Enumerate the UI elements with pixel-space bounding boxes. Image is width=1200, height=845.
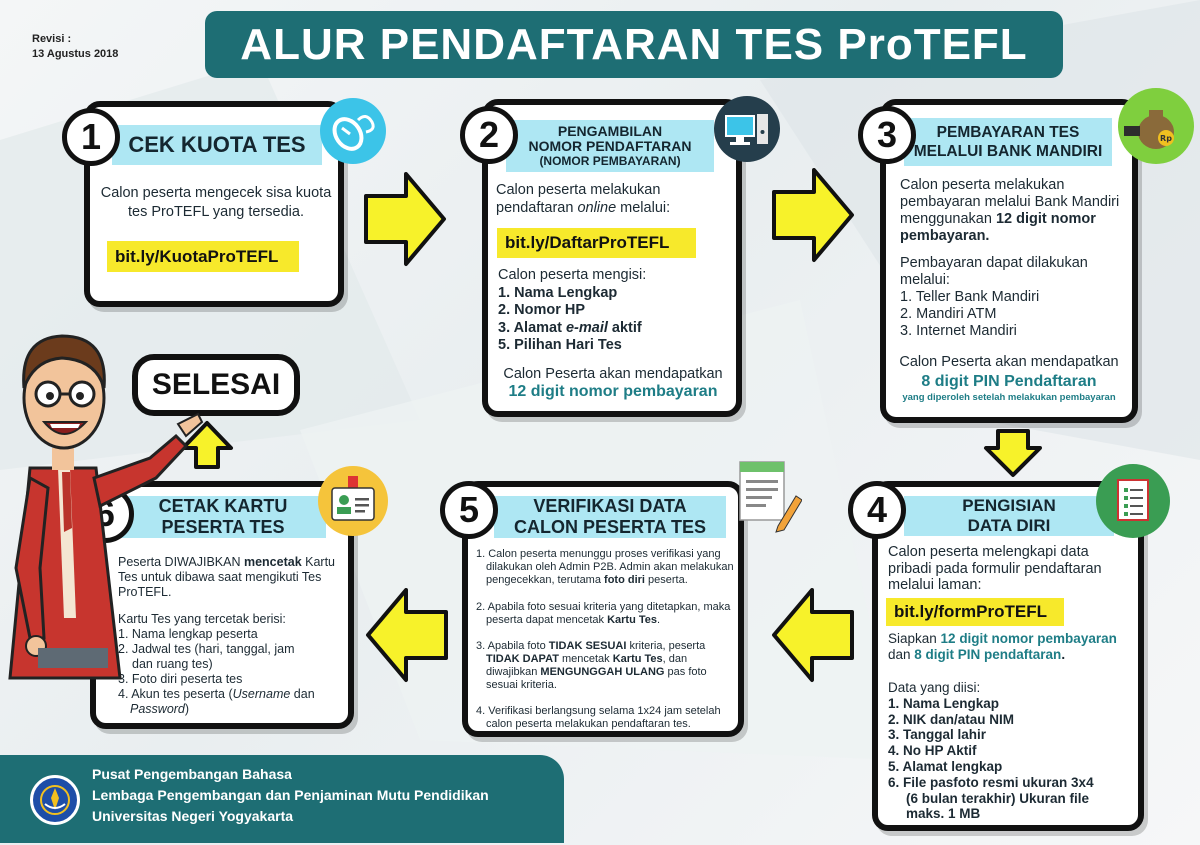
step-4-header: PENGISIAN DATA DIRI bbox=[904, 496, 1114, 536]
step-4-prepare: Siapkan 12 digit nomor pembayaran dan 8 … bbox=[888, 631, 1117, 662]
list-item: 2. NIK dan/atau NIM bbox=[888, 711, 1015, 727]
revision-date: 13 Agustus 2018 bbox=[32, 48, 119, 60]
step-5-number: 5 bbox=[440, 481, 498, 539]
list-item: 4. Akun tes peserta (Username dan bbox=[118, 687, 315, 701]
list-item: 3. Foto diri peserta tes bbox=[118, 672, 243, 686]
step-4-data-list: Data yang diisi: 1. Nama Lengkap 2. NIK … bbox=[888, 680, 1128, 822]
step-3-result: Calon Peserta akan mendapatkan 8 digit P… bbox=[886, 352, 1132, 404]
step-3-description: Calon peserta melakukan pembayaran melal… bbox=[900, 177, 1120, 244]
list-item: maks. 1 MB bbox=[906, 806, 981, 822]
arrow-down bbox=[984, 429, 1042, 477]
title-banner: ALUR PENDAFTARAN TES ProTEFL bbox=[205, 11, 1063, 78]
step-4-title-line2: DATA DIRI bbox=[967, 516, 1051, 535]
step-2-title-line1: PENGAMBILAN bbox=[557, 123, 663, 139]
step-2-result-value: 12 digit nomor pembayaran bbox=[508, 383, 718, 400]
step-4-title-line1: PENGISIAN bbox=[962, 496, 1056, 515]
step-5-point-2: 2. Apabila foto sesuai kriteria yang dit… bbox=[476, 601, 731, 626]
mouse-click-icon bbox=[320, 98, 386, 164]
footer-institution: Pusat Pengembangan Bahasa Lembaga Pengem… bbox=[92, 764, 489, 827]
step-2-header: PENGAMBILAN NOMOR PENDAFTARAN (NOMOR PEM… bbox=[506, 120, 714, 172]
step-3-result-value: 8 digit PIN Pendaftaran bbox=[921, 373, 1097, 390]
list-item: 1. Nama Lengkap bbox=[498, 284, 618, 301]
step-2-fill-list: Calon peserta mengisi: 1. Nama Lengkap 2… bbox=[498, 267, 728, 355]
list-item: 4. No HP Aktif bbox=[888, 743, 977, 759]
step-2-description: Calon peserta melakukan pendaftaran onli… bbox=[496, 182, 671, 216]
money-bag-icon: Rp bbox=[1118, 88, 1194, 164]
step-6-description: Peserta DIWAJIBKAN mencetak Kartu Tes un… bbox=[118, 555, 336, 599]
arrow-left-2 bbox=[366, 588, 448, 682]
step-6-list: Kartu Tes yang tercetak berisi: 1. Nama … bbox=[118, 612, 348, 717]
footer-line-1: Pusat Pengembangan Bahasa bbox=[92, 766, 292, 782]
footer-bar bbox=[0, 755, 564, 843]
checklist-icon bbox=[1096, 464, 1170, 538]
step-5-point-3: 3. Apabila foto TIDAK SESUAI kriteria, p… bbox=[476, 640, 707, 691]
step-1-description: Calon peserta mengecek sisa kuota tes Pr… bbox=[100, 185, 332, 220]
step-2-result-intro: Calon Peserta akan mendapatkan bbox=[503, 366, 723, 382]
step-4-link[interactable]: bit.ly/formProTEFL bbox=[886, 598, 1064, 626]
list-item: (6 bulan terakhir) Ukuran file bbox=[906, 790, 1090, 806]
arrow-right-1 bbox=[364, 172, 446, 266]
step-2-title-line3: (NOMOR PEMBAYARAN) bbox=[539, 154, 681, 168]
computer-icon bbox=[714, 96, 780, 162]
step-1-number: 1 bbox=[62, 108, 120, 166]
list-item: 3. Internet Mandiri bbox=[900, 323, 1017, 339]
step-4-card bbox=[872, 481, 1144, 831]
finish-badge: SELESAI bbox=[132, 354, 300, 416]
list-item: 2. Mandiri ATM bbox=[900, 306, 997, 322]
step-4-number: 4 bbox=[848, 481, 906, 539]
list-item: 2. Jadwal tes (hari, tanggal, jam bbox=[118, 642, 295, 656]
step-3-title-line1: PEMBAYARAN TES bbox=[936, 124, 1080, 141]
page-title: ALUR PENDAFTARAN TES ProTEFL bbox=[240, 19, 1028, 69]
list-item: 1. Nama lengkap peserta bbox=[118, 627, 258, 641]
step-6-header: CETAK KARTU PESERTA TES bbox=[120, 496, 326, 538]
list-item: 1. Nama Lengkap bbox=[888, 695, 1000, 711]
id-card-icon bbox=[318, 466, 388, 536]
step-5-header: VERIFIKASI DATA CALON PESERTA TES bbox=[494, 496, 726, 538]
step-5-title-line1: VERIFIKASI DATA bbox=[533, 496, 687, 516]
list-item: dan ruang tes) bbox=[132, 657, 213, 671]
step-5-title-line2: CALON PESERTA TES bbox=[513, 517, 706, 537]
footer-line-3: Universitas Negeri Yogyakarta bbox=[92, 808, 294, 824]
list-item: 3. Alamat e-mail aktif bbox=[498, 319, 642, 336]
list-item: 3. Tanggal lahir bbox=[888, 727, 987, 743]
revision-label: Revisi : bbox=[32, 33, 72, 45]
step-3-header: PEMBAYARAN TES MELALUI BANK MANDIRI bbox=[904, 118, 1112, 166]
step-3-ways: Pembayaran dapat dilakukan melalui: 1. T… bbox=[900, 255, 1128, 340]
arrow-left-1 bbox=[772, 588, 854, 682]
list-item: 6. File pasfoto resmi ukuran 3x4 bbox=[888, 774, 1094, 790]
step-4-data-intro: Data yang diisi: bbox=[888, 680, 981, 695]
cartoon-character-illustration bbox=[8, 334, 204, 680]
step-6-list-intro: Kartu Tes yang tercetak berisi: bbox=[118, 612, 286, 626]
list-item: 1. Teller Bank Mandiri bbox=[900, 289, 1040, 305]
arrow-right-2 bbox=[772, 168, 854, 262]
university-logo-icon bbox=[30, 775, 80, 825]
step-3-number: 3 bbox=[858, 106, 916, 164]
document-pencil-icon bbox=[732, 456, 803, 534]
step-5-point-4: 4. Verifikasi berlangsung selama 1x24 ja… bbox=[476, 705, 721, 730]
step-3-title-line2: MELALUI BANK MANDIRI bbox=[913, 143, 1103, 160]
step-5-point-1: 1. Calon peserta menunggu proses verifik… bbox=[476, 548, 734, 586]
list-item: 5. Pilihan Hari Tes bbox=[498, 337, 622, 353]
revision-note: Revisi : 13 Agustus 2018 bbox=[32, 32, 118, 62]
step-3-ways-intro: Pembayaran dapat dilakukan melalui: bbox=[900, 255, 1088, 288]
list-item: 2. Nomor HP bbox=[498, 302, 586, 318]
step-3-result-note: yang diperoleh setelah melakukan pembaya… bbox=[902, 392, 1116, 403]
step-1-link[interactable]: bit.ly/KuotaProTEFL bbox=[107, 241, 299, 272]
step-6-title-line1: CETAK KARTU bbox=[158, 496, 288, 516]
step-2-fill-intro: Calon peserta mengisi: bbox=[498, 267, 647, 283]
list-item: Password) bbox=[130, 702, 190, 716]
step-1-title: CEK KUOTA TES bbox=[128, 132, 306, 157]
step-2-link[interactable]: bit.ly/DaftarProTEFL bbox=[497, 228, 696, 258]
step-2-result: Calon Peserta akan mendapatkan 12 digit … bbox=[490, 365, 736, 401]
list-item: 5. Alamat lengkap bbox=[888, 758, 1003, 774]
step-4-description: Calon peserta melengkapi data pribadi pa… bbox=[888, 544, 1102, 593]
footer-line-2: Lembaga Pengembangan dan Penjaminan Mutu… bbox=[92, 787, 489, 803]
step-1-header: CEK KUOTA TES bbox=[112, 125, 322, 165]
step-6-title-line2: PESERTA TES bbox=[161, 517, 285, 537]
step-2-title-line2: NOMOR PENDAFTARAN bbox=[528, 138, 692, 154]
step-2-number: 2 bbox=[460, 106, 518, 164]
svg-text:Rp: Rp bbox=[1160, 134, 1172, 143]
step-3-result-intro: Calon Peserta akan mendapatkan bbox=[899, 354, 1119, 370]
